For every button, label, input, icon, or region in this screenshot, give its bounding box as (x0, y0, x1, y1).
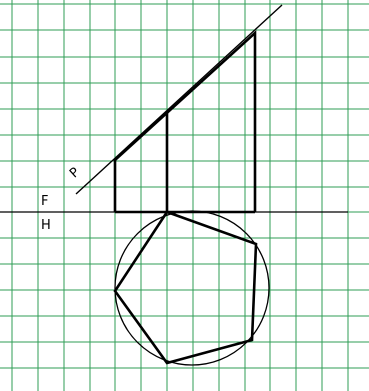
front-view-shape (113, 30, 257, 212)
circumscribed-circle (114, 210, 270, 366)
pentagon-top-view (113, 210, 258, 365)
label-horizontal-h: H (41, 218, 51, 233)
front-view-outline (113, 30, 257, 214)
plane-p-edge-line (75, 4, 283, 195)
label-front-f: F (41, 194, 48, 209)
